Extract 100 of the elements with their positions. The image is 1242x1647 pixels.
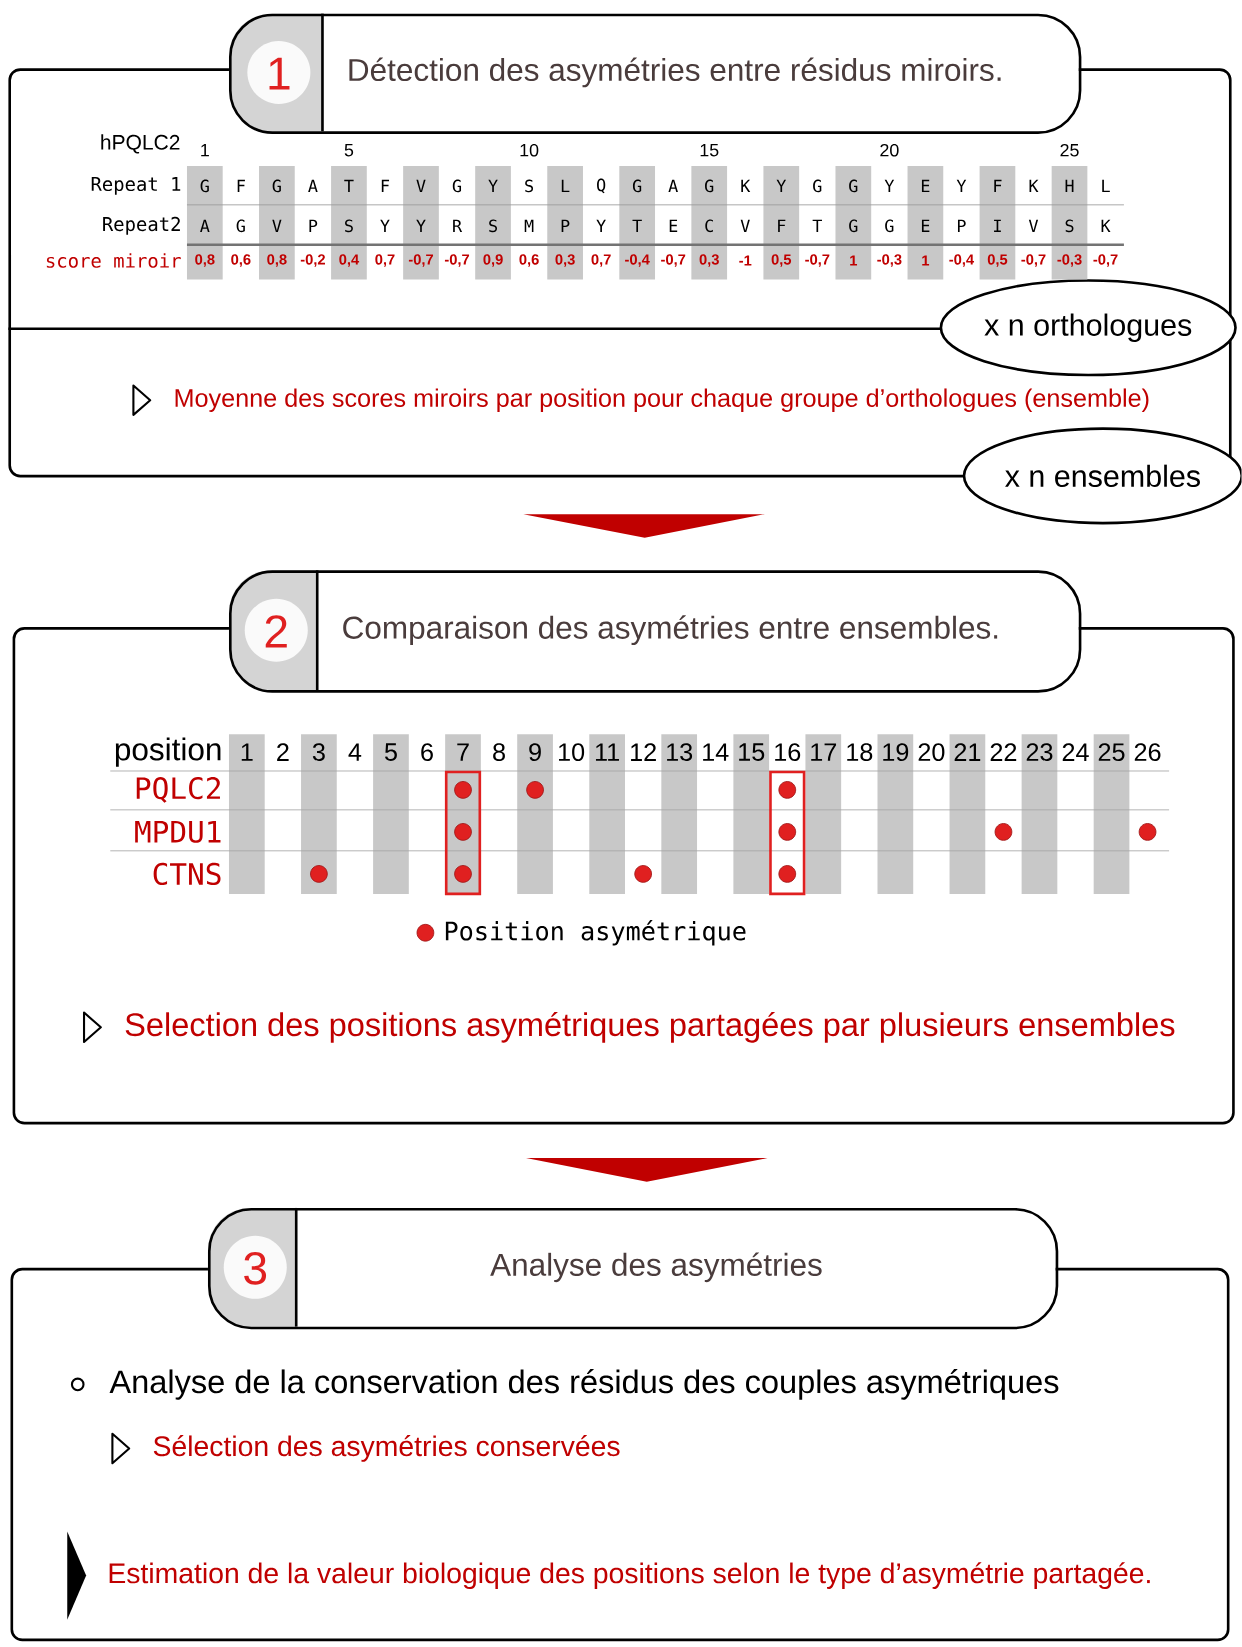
bullet-text: Analyse de la conservation des résidus des couples asymétriques [109, 1369, 1059, 1400]
gene-label: MPDU1 [135, 821, 221, 843]
step-header [208, 1207, 1059, 1330]
mirror-score: -0,7 [805, 254, 830, 267]
position-number: 25 [1099, 743, 1125, 761]
mirror-score: 0,9 [483, 254, 503, 267]
position-number: 26 [1135, 743, 1161, 761]
residue-letter: L [562, 179, 570, 193]
position-number: 15 [739, 743, 765, 761]
mirror-score: 1 [922, 255, 930, 266]
position-number: 9 [529, 743, 542, 761]
column-number: 15 [700, 143, 719, 157]
position-number: 4 [348, 743, 362, 761]
residue-letter: T [632, 219, 643, 232]
mirror-score: 0,8 [195, 254, 215, 267]
residue-letter: L [1102, 179, 1111, 193]
residue-letter: A [668, 179, 679, 193]
column-number: 1 [201, 144, 210, 157]
residue-letter: Y [956, 179, 967, 193]
residue-letter: T [344, 179, 354, 193]
residue-letter: T [812, 219, 823, 232]
residue-letter: K [1029, 179, 1039, 193]
residue-letter: C [705, 219, 714, 233]
residue-letter: G [885, 219, 894, 233]
position-number: 2 [277, 743, 289, 761]
position-number: 7 [457, 743, 469, 761]
residue-letter: E [922, 179, 930, 193]
residue-letter: Y [776, 179, 787, 193]
mirror-score: -0,4 [625, 254, 650, 267]
residue-letter: G [705, 179, 714, 193]
arrow [526, 1158, 768, 1182]
residue-letter: M [524, 219, 534, 232]
position-number: 10 [559, 743, 585, 761]
position-number: 17 [811, 743, 837, 761]
mirror-score: -0,3 [877, 254, 902, 267]
mirror-score: -0,7 [661, 254, 686, 267]
position-number: 23 [1026, 743, 1053, 761]
mirror-score: 0,5 [988, 254, 1008, 267]
step-header [229, 13, 1082, 134]
residue-letter: I [994, 219, 1002, 232]
residue-letter: V [272, 219, 282, 232]
bullet-text: Moyenne des scores miroirs par position pour chaque groupe d’orthologues (ensemble) [175, 388, 1149, 412]
residue-letter: A [200, 219, 210, 232]
column-number: 10 [520, 143, 539, 157]
residue-letter: K [1101, 219, 1111, 232]
position-number: 19 [883, 743, 909, 761]
residue-letter: A [308, 179, 318, 193]
step-number: 1 [269, 57, 290, 90]
residue-letter: G [272, 179, 282, 193]
bullet-text: Sélection des asymétries conservées [154, 1435, 620, 1462]
residue-letter: Q [597, 178, 606, 194]
gene-label: CTNS [153, 862, 221, 886]
position-number: 1 [242, 743, 253, 761]
residue-letter: Y [884, 179, 895, 193]
residue-letter: Y [380, 219, 390, 232]
legend-text: Position asymétrique [446, 920, 746, 946]
residue-letter: S [1065, 219, 1074, 233]
row-label: Repeat2 [103, 216, 181, 235]
residue-letter: V [416, 179, 426, 193]
residue-letter: P [309, 219, 318, 232]
step-title: Analyse des asymétries [490, 1252, 822, 1283]
position-number: 18 [847, 743, 873, 761]
residue-letter: K [741, 179, 751, 193]
residue-letter: G [633, 179, 642, 193]
row-label: score miroir [47, 253, 181, 268]
mirror-score: -0,7 [409, 254, 434, 267]
node-label: x n ensembles [1005, 464, 1201, 488]
residue-letter: Y [596, 219, 607, 232]
residue-letter: Y [416, 219, 426, 232]
bullet-text: Selection des positions asymétriques partagées par plusieurs ensembles [125, 1011, 1175, 1043]
mirror-score: 0,7 [375, 254, 395, 267]
residue-letter: S [345, 219, 354, 233]
residue-letter: G [849, 219, 858, 233]
bullet-text: Estimation de la valeur biologique des positions selon le type d’asymétrie partagée. [109, 1562, 1150, 1589]
mirror-score: -0,2 [301, 254, 326, 267]
residue-letter: E [669, 219, 678, 232]
mirror-score: 0,6 [231, 254, 251, 267]
mirror-score: -0,4 [949, 254, 975, 267]
position-number: 13 [667, 743, 693, 761]
residue-letter: P [561, 219, 570, 232]
residue-letter: E [922, 219, 930, 232]
column-number: 20 [880, 143, 899, 157]
residue-letter: H [1065, 179, 1074, 193]
residue-letter: V [740, 219, 751, 232]
column-number: 25 [1060, 143, 1079, 157]
arrow [523, 514, 766, 538]
position-number: 12 [631, 743, 657, 761]
position-number: 21 [954, 743, 981, 761]
step-header [229, 570, 1082, 693]
residue-letter: G [453, 179, 462, 193]
residue-letter: F [994, 179, 1002, 193]
node-label: x n orthologues [984, 313, 1192, 342]
position-number: 8 [493, 743, 506, 761]
position-number: 5 [385, 743, 398, 761]
residue-letter: F [237, 179, 246, 193]
residue-letter: F [382, 179, 390, 193]
residue-letter: S [489, 219, 498, 233]
position-number: 16 [775, 743, 801, 761]
mirror-score: 1 [850, 255, 858, 266]
mirror-score: 0,7 [591, 254, 611, 267]
